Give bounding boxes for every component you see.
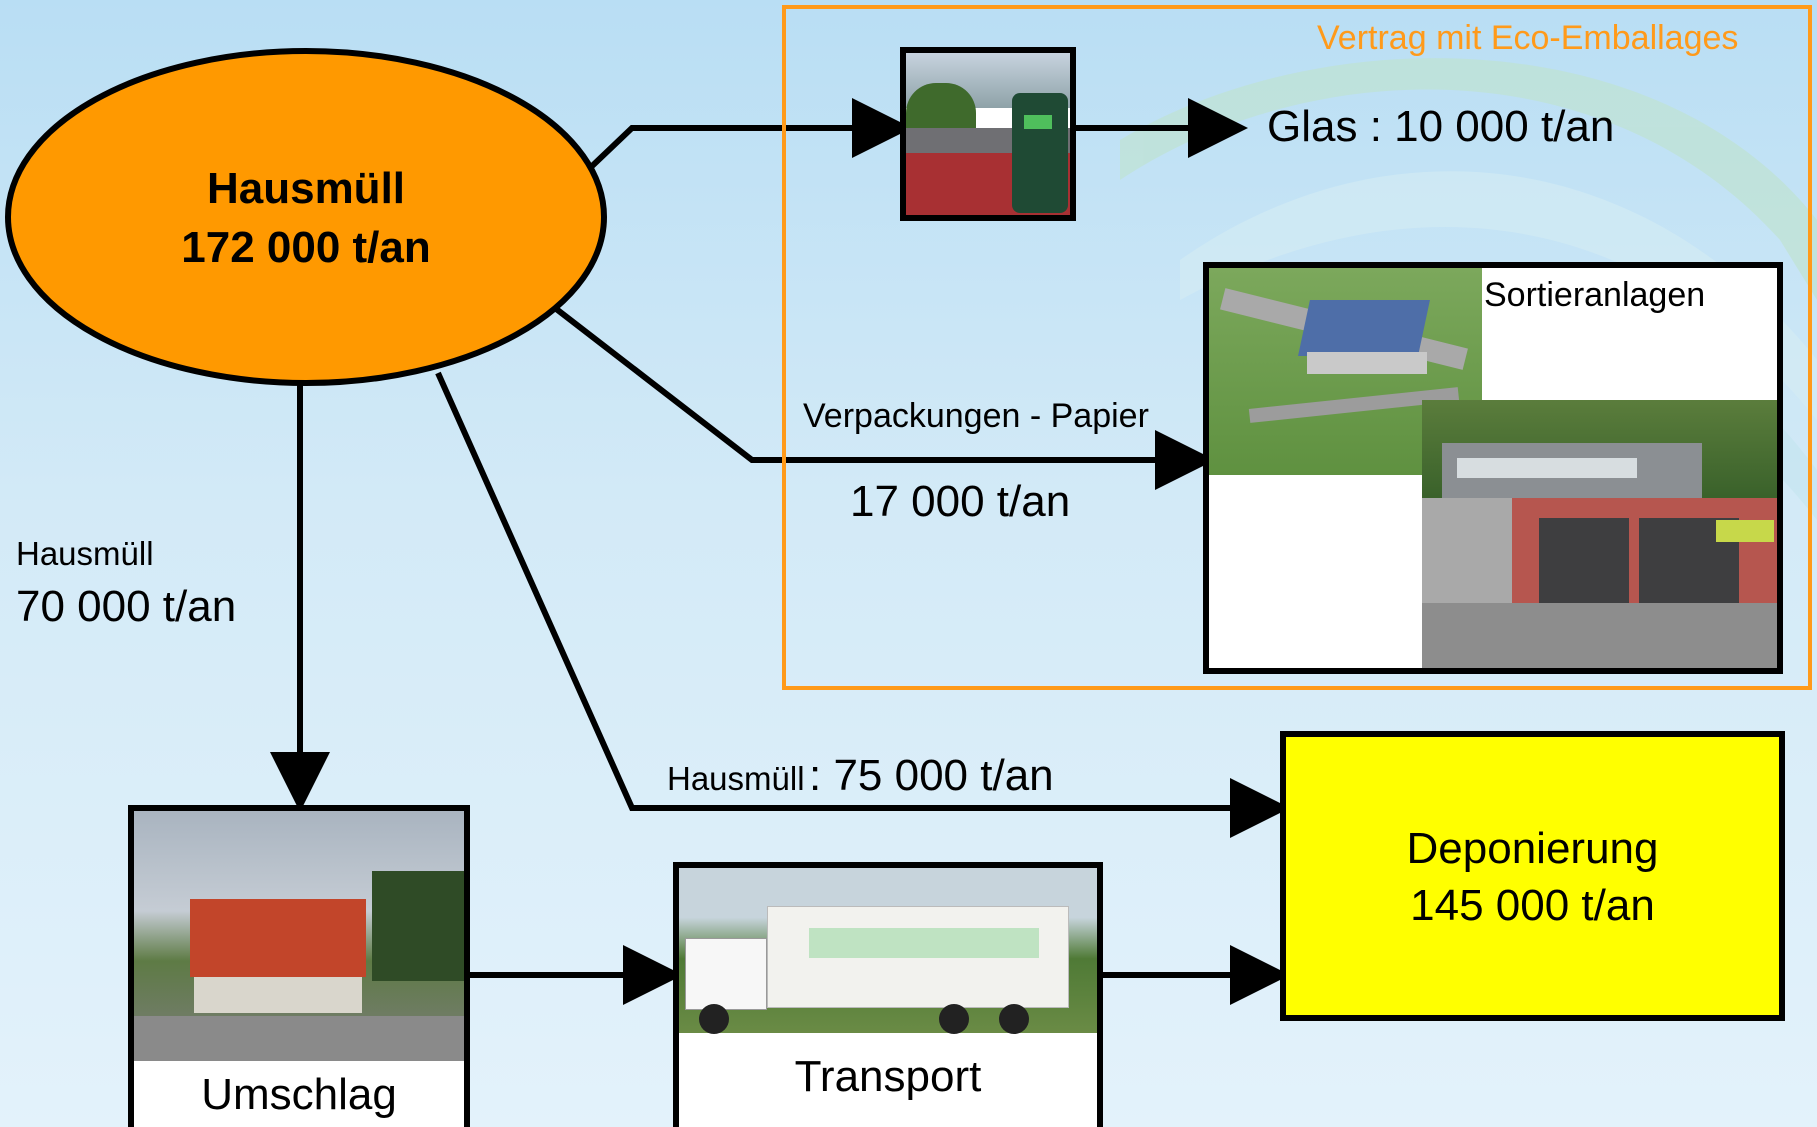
sorting-label: Sortieranlagen xyxy=(1484,276,1706,314)
sorting-plant-photos xyxy=(1203,262,1783,674)
arrow-to-sorting xyxy=(553,305,1215,490)
source-amount: 172 000 t/an xyxy=(181,223,431,272)
packaging-amount: 17 000 t/an xyxy=(850,477,1071,526)
transport-box: Transport xyxy=(673,862,1103,1127)
landfill-amount: 145 000 t/an xyxy=(1410,881,1655,930)
landfill-title: Deponierung xyxy=(1406,824,1659,873)
transfer-station-label: Umschlag xyxy=(201,1070,397,1119)
landfill-flow-line: Hausmüll : 75 000 t/an xyxy=(667,751,1054,800)
transfer-flow-amount: 70 000 t/an xyxy=(16,582,237,631)
transport-label: Transport xyxy=(794,1052,982,1101)
glass-container-photo xyxy=(900,47,1076,221)
source-title: Hausmüll xyxy=(206,164,406,213)
landfill-flow-amount: : 75 000 t/an xyxy=(809,751,1054,800)
transfer-flow-label: Hausmüll xyxy=(16,535,154,572)
contract-label: Vertrag mit Eco-Emballages xyxy=(1317,19,1739,57)
packaging-label: Verpackungen - Papier xyxy=(803,397,1149,435)
transfer-station-box: Umschlag xyxy=(128,805,470,1127)
glass-label: Glas : 10 000 t/an xyxy=(1267,102,1615,151)
contract-region xyxy=(782,5,1812,690)
landfill-flow-label: Hausmüll xyxy=(667,760,805,797)
landfill-box xyxy=(1280,731,1785,1021)
arrow-to-landfill xyxy=(435,371,1290,838)
